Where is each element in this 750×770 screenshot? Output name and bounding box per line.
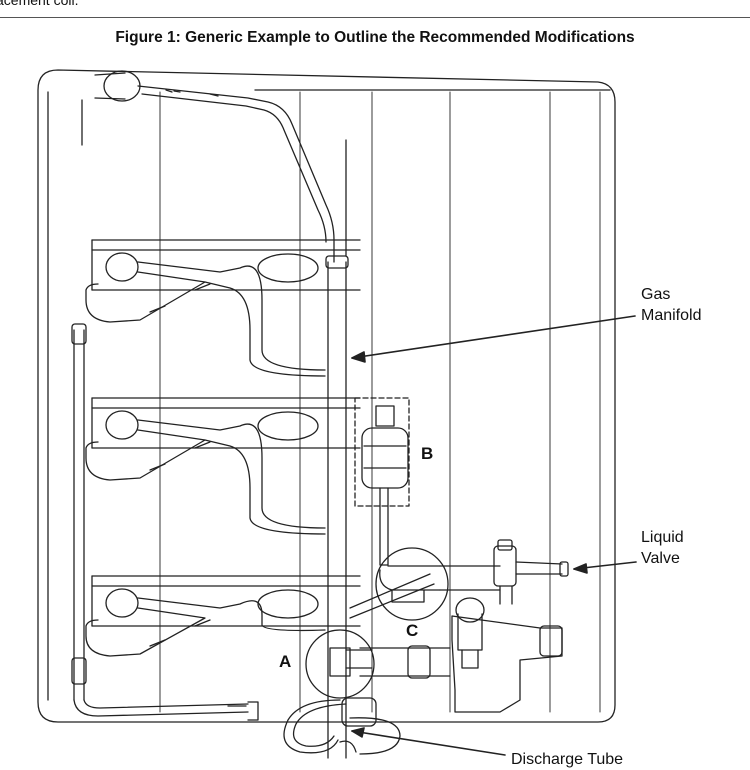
gas-manifold-label-line1: Gas <box>641 286 671 303</box>
liquid-valve-label-line1: Liquid <box>641 529 684 546</box>
gas-manifold-label: Gas Manifold <box>641 284 701 326</box>
discharge-tube-loops <box>283 697 401 755</box>
coil-cabinet <box>37 69 616 723</box>
header-divider <box>0 17 750 18</box>
section-c-letter: C <box>406 621 419 640</box>
liquid-valve-body <box>493 539 569 605</box>
liquid-line-detail <box>349 547 501 621</box>
tier-distributors <box>85 252 326 657</box>
left-header-tube <box>71 323 259 721</box>
section-b-letter: B <box>421 444 434 463</box>
intro-text-fragment: acement coil. <box>0 0 79 8</box>
gas-manifold-label-line2: Manifold <box>641 307 702 324</box>
callout-arrows <box>351 315 637 756</box>
section-a-letter: A <box>279 652 292 671</box>
filter-drier <box>354 397 410 566</box>
figure-title: Figure 1: Generic Example to Outline the… <box>115 29 635 46</box>
gas-manifold <box>325 139 373 759</box>
service-valve <box>451 597 563 713</box>
manifold-joint-detail <box>305 629 451 699</box>
liquid-valve-label: Liquid Valve <box>641 527 684 569</box>
coil-tiers <box>91 239 361 627</box>
liquid-valve-label-line2: Valve <box>641 550 680 567</box>
top-distributor <box>94 70 335 263</box>
